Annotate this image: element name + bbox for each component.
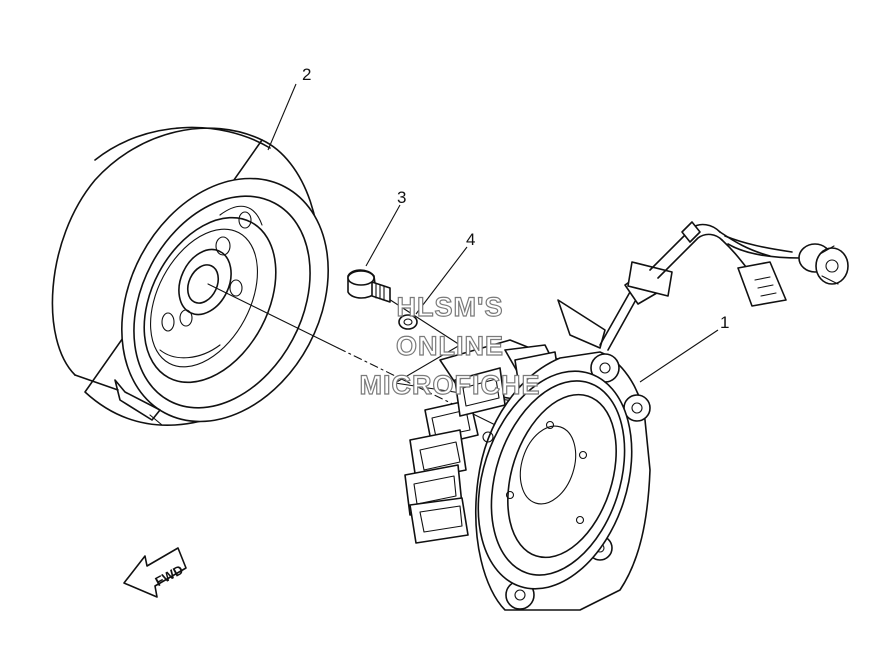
watermark-line-2: ONLINE bbox=[396, 331, 504, 361]
callout-3: 3 bbox=[397, 188, 406, 207]
callout-4: 4 bbox=[466, 230, 475, 249]
callout-1: 1 bbox=[720, 313, 729, 332]
watermark-line-3: MICROFICHE bbox=[360, 370, 541, 400]
washer bbox=[398, 314, 418, 330]
watermark: HLSM'S ONLINE MICROFICHE bbox=[359, 291, 541, 400]
stator-assembly bbox=[404, 221, 849, 611]
watermark-line-1: HLSM'S bbox=[397, 292, 504, 322]
callout-2: 2 bbox=[302, 65, 311, 84]
fwd-arrow-icon: FWD bbox=[123, 547, 187, 598]
flywheel-rotor bbox=[51, 126, 329, 427]
flange-bolt bbox=[347, 269, 391, 303]
leader-lines bbox=[267, 83, 719, 383]
